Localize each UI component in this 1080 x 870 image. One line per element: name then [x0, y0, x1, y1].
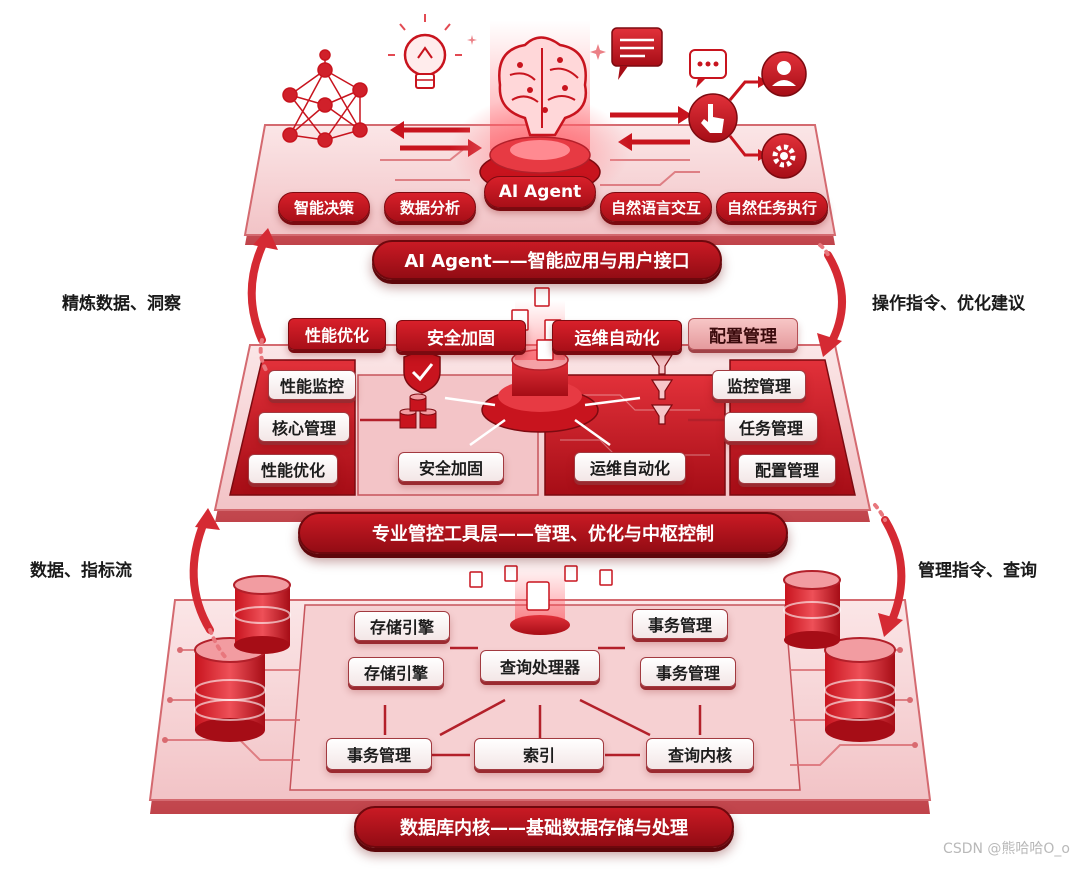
query-kernel: 查询内核 — [646, 738, 754, 770]
database-icon — [783, 570, 841, 649]
top-layer-banner: AI Agent——智能应用与用户接口 — [372, 240, 722, 280]
left-item-core: 核心管理 — [258, 412, 350, 442]
user-icon — [761, 51, 807, 97]
right-item-config: 配置管理 — [738, 454, 836, 484]
flow-arrows — [189, 228, 906, 662]
document-icon — [469, 565, 613, 611]
center-automation: 运维自动化 — [574, 452, 686, 482]
bottom-platform — [148, 560, 932, 814]
center-security: 安全加固 — [398, 452, 504, 482]
database-icon — [194, 637, 266, 742]
flow-label-metrics: 数据、指标流 — [30, 561, 132, 581]
flow-label-insight: 精炼数据、洞察 — [62, 294, 181, 314]
database-icon — [399, 393, 437, 429]
function-analysis: 数据分析 — [384, 192, 476, 222]
query-processor: 查询处理器 — [480, 650, 600, 682]
lightbulb-icon — [388, 14, 462, 89]
neural-network-icon — [282, 49, 368, 148]
function-nlp: 自然语言交互 — [600, 192, 712, 222]
function-execution: 自然任务执行 — [716, 192, 828, 222]
ai-agent-core: AI Agent — [484, 176, 596, 208]
index: 索引 — [474, 738, 604, 770]
tab-config: 配置管理 — [688, 318, 798, 350]
transaction-mgmt-3: 事务管理 — [326, 738, 432, 770]
gear-icon — [761, 133, 807, 179]
right-item-monitor: 监控管理 — [712, 370, 806, 400]
shield-icon — [403, 349, 441, 394]
flow-label-queries: 管理指令、查询 — [918, 561, 1037, 581]
middle-layer-banner: 专业管控工具层——管理、优化与中枢控制 — [298, 512, 788, 554]
funnel-icon — [650, 354, 674, 425]
tab-ops: 运维自动化 — [552, 320, 682, 352]
database-icon — [233, 575, 291, 654]
storage-engine-2: 存储引擎 — [348, 657, 444, 687]
right-item-task: 任务管理 — [724, 412, 818, 442]
touch-icon — [688, 93, 738, 143]
tab-security: 安全加固 — [396, 320, 526, 352]
transaction-mgmt-2: 事务管理 — [640, 657, 736, 687]
left-item-monitor: 性能监控 — [268, 370, 356, 400]
flow-label-commands: 操作指令、优化建议 — [872, 294, 1025, 314]
brain-icon — [498, 36, 588, 137]
storage-engine-1: 存储引擎 — [354, 611, 450, 641]
database-icon — [824, 637, 896, 742]
chat-icon — [611, 27, 663, 80]
chat-icon — [689, 49, 727, 88]
watermark: CSDN @熊哈哈O_o — [943, 841, 1070, 857]
transaction-mgmt-1: 事务管理 — [632, 609, 728, 639]
left-item-optimize: 性能优化 — [248, 454, 338, 484]
bottom-layer-banner: 数据库内核——基础数据存储与处理 — [354, 806, 734, 848]
function-decision: 智能决策 — [278, 192, 370, 222]
tab-performance: 性能优化 — [288, 318, 386, 350]
